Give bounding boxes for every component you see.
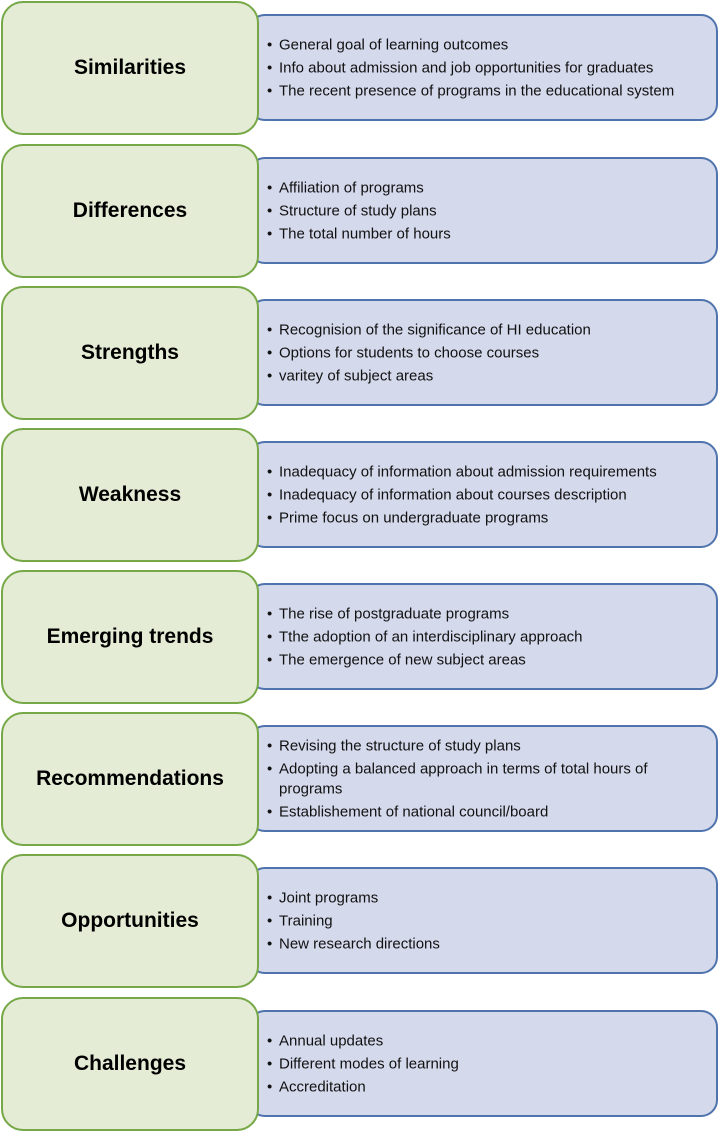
category-title: Weakness bbox=[78, 483, 182, 506]
row-differences: Affiliation of programs Structure of stu… bbox=[0, 143, 721, 279]
details-list: Revising the structure of study plans Ad… bbox=[267, 734, 706, 823]
details-list: Inadequacy of information about admissio… bbox=[267, 460, 706, 529]
list-item: The total number of hours bbox=[267, 222, 706, 245]
details-list: Recognision of the significance of HI ed… bbox=[267, 318, 706, 387]
list-item: Training bbox=[267, 909, 706, 932]
category-title: Opportunities bbox=[61, 909, 199, 932]
list-item: Prime focus on undergraduate programs bbox=[267, 506, 706, 529]
category-title: Emerging trends bbox=[46, 625, 214, 648]
list-item: Structure of study plans bbox=[267, 199, 706, 222]
row-emerging-trends: The rise of postgraduate programs Tthe a… bbox=[0, 569, 721, 705]
list-item: General goal of learning outcomes bbox=[267, 33, 706, 56]
details-box: Revising the structure of study plans Ad… bbox=[248, 725, 718, 832]
list-item: Inadequacy of information about admissio… bbox=[267, 460, 706, 483]
list-item: Info about admission and job opportuniti… bbox=[267, 56, 706, 79]
category-box: Weakness bbox=[1, 428, 259, 562]
details-box: Inadequacy of information about admissio… bbox=[248, 441, 718, 548]
list-item: Affiliation of programs bbox=[267, 176, 706, 199]
list-item: Options for students to choose courses bbox=[267, 341, 706, 364]
details-list: Joint programs Training New research dir… bbox=[267, 886, 706, 955]
list-item: Accreditation bbox=[267, 1075, 706, 1098]
list-item: Annual updates bbox=[267, 1029, 706, 1052]
list-item: varitey of subject areas bbox=[267, 364, 706, 387]
category-box: Opportunities bbox=[1, 854, 259, 988]
details-box: The rise of postgraduate programs Tthe a… bbox=[248, 583, 718, 690]
row-challenges: Annual updates Different modes of learni… bbox=[0, 996, 721, 1132]
row-opportunities: Joint programs Training New research dir… bbox=[0, 853, 721, 989]
category-box: Strengths bbox=[1, 286, 259, 420]
list-item: Recognision of the significance of HI ed… bbox=[267, 318, 706, 341]
list-item: Joint programs bbox=[267, 886, 706, 909]
list-item: Different modes of learning bbox=[267, 1052, 706, 1075]
category-title: Differences bbox=[72, 199, 188, 222]
list-item: Establishement of national council/board bbox=[267, 800, 706, 823]
details-list: The rise of postgraduate programs Tthe a… bbox=[267, 602, 706, 671]
details-box: Recognision of the significance of HI ed… bbox=[248, 299, 718, 406]
category-title: Recommendations bbox=[36, 767, 224, 790]
category-title: Similarities bbox=[73, 56, 187, 79]
category-box: Differences bbox=[1, 144, 259, 278]
list-item: Adopting a balanced approach in terms of… bbox=[267, 759, 706, 799]
details-box: Affiliation of programs Structure of stu… bbox=[248, 157, 718, 264]
details-list: General goal of learning outcomes Info a… bbox=[267, 33, 706, 102]
list-item: Tthe adoption of an interdisciplinary ap… bbox=[267, 625, 706, 648]
category-box: Similarities bbox=[1, 1, 259, 135]
details-list: Annual updates Different modes of learni… bbox=[267, 1029, 706, 1098]
details-box: Joint programs Training New research dir… bbox=[248, 867, 718, 974]
list-item: The rise of postgraduate programs bbox=[267, 602, 706, 625]
details-box: General goal of learning outcomes Info a… bbox=[248, 14, 718, 121]
row-weakness: Inadequacy of information about admissio… bbox=[0, 427, 721, 563]
category-title: Challenges bbox=[73, 1052, 187, 1075]
list-item: Inadequacy of information about courses … bbox=[267, 483, 706, 506]
details-list: Affiliation of programs Structure of stu… bbox=[267, 176, 706, 245]
row-strengths: Recognision of the significance of HI ed… bbox=[0, 285, 721, 421]
list-item: Revising the structure of study plans bbox=[267, 734, 706, 757]
category-box: Recommendations bbox=[1, 712, 259, 846]
category-box: Challenges bbox=[1, 997, 259, 1131]
category-title: Strengths bbox=[80, 341, 179, 364]
row-recommendations: Revising the structure of study plans Ad… bbox=[0, 711, 721, 847]
list-item: New research directions bbox=[267, 932, 706, 955]
category-box: Emerging trends bbox=[1, 570, 259, 704]
row-similarities: General goal of learning outcomes Info a… bbox=[0, 0, 721, 136]
list-item: The emergence of new subject areas bbox=[267, 648, 706, 671]
list-item: The recent presence of programs in the e… bbox=[267, 79, 706, 102]
details-box: Annual updates Different modes of learni… bbox=[248, 1010, 718, 1117]
